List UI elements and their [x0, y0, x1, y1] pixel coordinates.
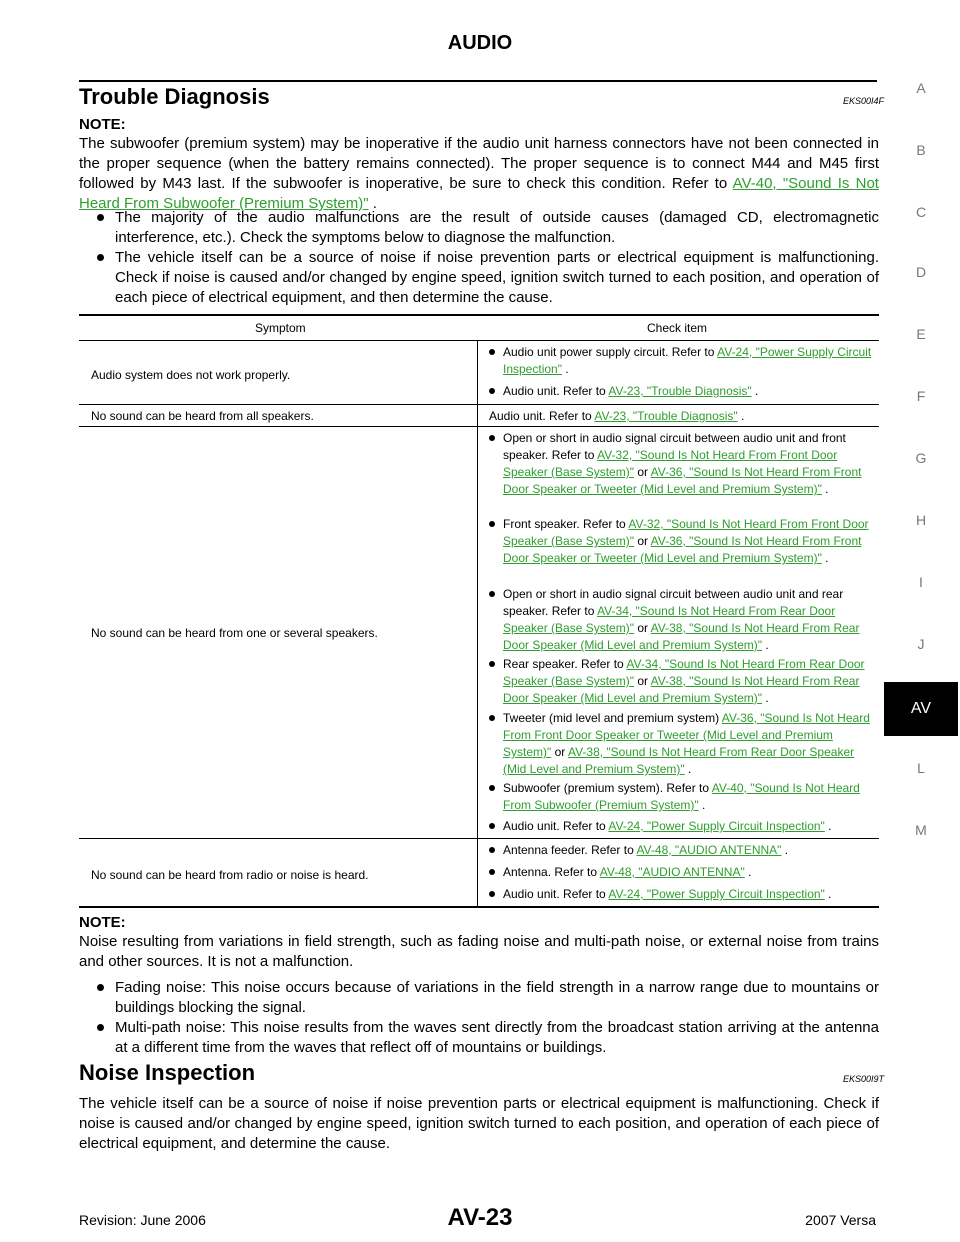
check-link[interactable]: AV-36, "Sound Is Not Heard From Front Do… — [503, 465, 862, 496]
side-index-c[interactable]: C — [915, 204, 927, 220]
bullet-dot-icon — [489, 591, 495, 597]
check-link[interactable]: AV-34, "Sound Is Not Heard From Rear Doo… — [503, 604, 836, 635]
table-rule — [79, 404, 879, 405]
section-title-trouble-diagnosis: Trouble Diagnosis — [79, 84, 270, 109]
table-row-symptom: Audio system does not work properly. — [91, 368, 291, 382]
check-item: Antenna feeder. Refer to AV-48, "AUDIO A… — [487, 842, 877, 859]
check-item: Audio unit. Refer to AV-23, "Trouble Dia… — [489, 409, 745, 423]
side-index-m[interactable]: M — [915, 822, 927, 838]
check-link[interactable]: AV-24, "Power Supply Circuit Inspection" — [608, 819, 825, 833]
table-row-symptom: No sound can be heard from one or severa… — [91, 626, 378, 640]
check-link[interactable]: AV-34, "Sound Is Not Heard From Rear Doo… — [503, 657, 865, 688]
note-label: NOTE: — [79, 116, 126, 133]
bullet-item: Fading noise: This noise occurs because … — [91, 978, 879, 1018]
check-link[interactable]: AV-24, "Power Supply Circuit Inspection" — [608, 887, 825, 901]
check-link[interactable]: AV-40, "Sound Is Not Heard From Subwoofe… — [503, 781, 860, 812]
bullet-dot-icon — [489, 349, 495, 355]
bullet-dot-icon — [97, 254, 104, 261]
note-link-subwoofer[interactable]: AV-40, "Sound Is Not Heard From Subwoofe… — [79, 175, 879, 212]
check-link[interactable]: AV-36, "Sound Is Not Heard From Front Do… — [503, 534, 862, 565]
bullet-dot-icon — [489, 435, 495, 441]
bullet-dot-icon — [489, 869, 495, 875]
bullet-item: The vehicle itself can be a source of no… — [91, 248, 879, 308]
note-paragraph: The subwoofer (premium system) may be in… — [79, 135, 879, 212]
table-column-divider — [477, 340, 478, 906]
side-index-b[interactable]: B — [916, 142, 926, 158]
check-link[interactable]: AV-32, "Sound Is Not Heard From Front Do… — [503, 448, 838, 479]
table-row-symptom: No sound can be heard from radio or nois… — [91, 868, 369, 882]
bullet-dot-icon — [489, 715, 495, 721]
bullet-dot-icon — [97, 214, 104, 221]
check-item: Tweeter (mid level and premium system) A… — [487, 710, 877, 778]
bullet-item: The majority of the audio malfunctions a… — [91, 208, 879, 248]
table-rule — [79, 906, 879, 908]
check-link[interactable]: AV-38, "Sound Is Not Heard From Rear Doo… — [503, 674, 860, 705]
side-index-j[interactable]: J — [917, 636, 925, 652]
section-code: EKS00I9T — [843, 1074, 885, 1084]
header-rule — [79, 80, 877, 82]
table-header-check-item: Check item — [647, 321, 708, 335]
footer-page-number: AV-23 — [447, 1204, 513, 1231]
footer-model: 2007 Versa — [805, 1212, 876, 1228]
bullet-dot-icon — [489, 847, 495, 853]
check-link[interactable]: AV-38, "Sound Is Not Heard From Rear Doo… — [503, 745, 855, 776]
bullet-dot-icon — [489, 521, 495, 527]
check-link[interactable]: AV-48, "AUDIO ANTENNA" — [636, 843, 782, 857]
check-item: Audio unit. Refer to AV-24, "Power Suppl… — [487, 886, 877, 903]
check-item: Front speaker. Refer to AV-32, "Sound Is… — [487, 516, 877, 567]
check-link[interactable]: AV-48, "AUDIO ANTENNA" — [599, 865, 745, 879]
check-link[interactable]: AV-23, "Trouble Diagnosis" — [608, 384, 752, 398]
check-item: Audio unit power supply circuit. Refer t… — [487, 344, 877, 378]
table-header-symptom: Symptom — [255, 321, 306, 335]
table-rule — [79, 314, 879, 316]
side-index-h[interactable]: H — [915, 512, 927, 528]
bullet-dot-icon — [489, 661, 495, 667]
check-item: Open or short in audio signal circuit be… — [487, 586, 877, 654]
check-item: Open or short in audio signal circuit be… — [487, 430, 877, 498]
check-item: Antenna. Refer to AV-48, "AUDIO ANTENNA"… — [487, 864, 877, 881]
bullet-dot-icon — [97, 984, 104, 991]
side-index-av-active[interactable]: AV — [884, 682, 958, 736]
check-item: Audio unit. Refer to AV-23, "Trouble Dia… — [487, 383, 877, 400]
side-index-d[interactable]: D — [915, 264, 927, 280]
section-title-noise-inspection: Noise Inspection — [79, 1060, 256, 1085]
bullet-dot-icon — [489, 388, 495, 394]
section-code: EKS00I4F — [843, 96, 885, 106]
table-rule — [79, 838, 879, 839]
side-index-l[interactable]: L — [917, 760, 925, 776]
note2-paragraph: Noise resulting from variations in field… — [79, 933, 879, 970]
check-link[interactable]: AV-24, "Power Supply Circuit Inspection" — [503, 345, 872, 376]
check-link[interactable]: AV-36, "Sound Is Not Heard From Front Do… — [503, 711, 870, 759]
check-link[interactable]: AV-23, "Trouble Diagnosis" — [594, 409, 738, 423]
page-header-title: AUDIO — [447, 32, 513, 54]
footer-revision: Revision: June 2006 — [79, 1212, 206, 1228]
side-index-g[interactable]: G — [915, 450, 927, 466]
bullet-dot-icon — [489, 891, 495, 897]
check-link[interactable]: AV-38, "Sound Is Not Heard From Rear Doo… — [503, 621, 860, 652]
check-item: Subwoofer (premium system). Refer to AV-… — [487, 780, 877, 814]
side-index-f[interactable]: F — [916, 388, 926, 404]
side-index-a[interactable]: A — [916, 80, 926, 96]
check-item: Audio unit. Refer to AV-24, "Power Suppl… — [487, 818, 877, 835]
side-index-e[interactable]: E — [916, 326, 926, 342]
bullet-dot-icon — [489, 785, 495, 791]
table-row-symptom: No sound can be heard from all speakers. — [91, 409, 314, 423]
check-link[interactable]: AV-32, "Sound Is Not Heard From Front Do… — [503, 517, 869, 548]
bullet-dot-icon — [489, 823, 495, 829]
noise-inspection-paragraph: The vehicle itself can be a source of no… — [79, 1095, 879, 1152]
bullet-dot-icon — [97, 1024, 104, 1031]
side-index-i[interactable]: I — [919, 574, 923, 590]
table-rule — [79, 340, 879, 341]
note2-label: NOTE: — [79, 914, 126, 931]
check-item: Rear speaker. Refer to AV-34, "Sound Is … — [487, 656, 877, 707]
table-rule — [79, 426, 879, 427]
bullet-item: Multi-path noise: This noise results fro… — [91, 1018, 879, 1058]
